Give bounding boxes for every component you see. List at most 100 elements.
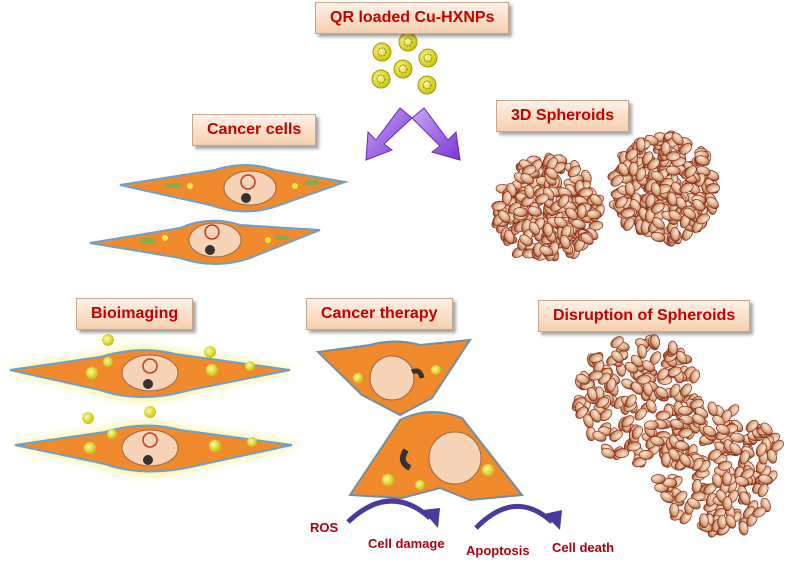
spheroid-cell bbox=[644, 420, 659, 431]
spheroid-cell bbox=[655, 386, 669, 399]
spheroid-cell bbox=[587, 387, 598, 402]
spheroid-cell bbox=[669, 502, 679, 518]
disrupted-spheroid bbox=[651, 401, 784, 538]
spheroid-cell bbox=[637, 344, 647, 359]
spheroid-cell bbox=[678, 405, 693, 416]
spheroid-cell bbox=[625, 394, 637, 408]
spheroid-cell bbox=[678, 143, 693, 155]
cancer-cells-label: Cancer cells bbox=[192, 114, 317, 146]
spheroid-cell bbox=[631, 425, 643, 440]
cell-death-text: Cell death bbox=[552, 540, 615, 555]
spheroid-cell bbox=[620, 208, 636, 218]
spheroid-cell bbox=[567, 165, 581, 178]
spheroid-cell bbox=[589, 194, 603, 207]
spheroid-cell bbox=[621, 415, 635, 428]
spheroid-3d bbox=[607, 130, 721, 247]
spheroid-cell bbox=[695, 213, 710, 225]
therapy-arrows bbox=[346, 498, 562, 530]
spheroid-cell bbox=[524, 184, 535, 200]
spheroid-cell bbox=[624, 362, 639, 374]
spheroid-cell bbox=[707, 449, 722, 461]
spheroid-cell bbox=[611, 350, 624, 364]
spheroid-cell bbox=[687, 497, 701, 510]
nanoparticle bbox=[417, 75, 437, 95]
spheroid-cell bbox=[634, 407, 647, 421]
spheroid-cell bbox=[766, 449, 777, 464]
spheroid-cell bbox=[535, 193, 550, 204]
cancer-cells-group bbox=[89, 164, 349, 265]
spheroid-cell bbox=[667, 340, 678, 356]
spheroid-cell bbox=[722, 471, 732, 487]
spheroid-cell bbox=[519, 234, 533, 247]
apoptosis-text: Apoptosis bbox=[466, 543, 530, 558]
damaged-cells bbox=[315, 338, 524, 502]
title-label: QR loaded Cu-HXNPs bbox=[315, 2, 510, 34]
spheroid-cell bbox=[702, 425, 717, 438]
spheroid-cell bbox=[588, 370, 604, 381]
spheroid-cell bbox=[739, 450, 750, 465]
spheroid-cell bbox=[498, 210, 511, 224]
spheroid-cell bbox=[645, 193, 656, 208]
curved-arrow-death bbox=[474, 504, 554, 530]
arrow-left bbox=[365, 107, 413, 161]
spheroid-cell bbox=[674, 490, 688, 503]
spheroid-cell bbox=[557, 194, 570, 208]
spheroid-cell bbox=[752, 506, 767, 518]
spheroid-cell bbox=[692, 413, 706, 426]
nanoparticle bbox=[371, 69, 391, 89]
spheroid-cell bbox=[651, 474, 666, 484]
spheroid-cell bbox=[504, 229, 515, 245]
diverging-arrows bbox=[365, 107, 461, 161]
spheroid-cell bbox=[614, 448, 630, 458]
spheroid-cell bbox=[521, 164, 537, 176]
spheroid-cell bbox=[729, 442, 742, 456]
spheroid-cell bbox=[580, 232, 594, 245]
damaged-cell bbox=[315, 338, 472, 417]
spheroid-cell bbox=[610, 174, 624, 187]
spheroid-cell bbox=[650, 182, 661, 197]
spheroid-cell bbox=[722, 496, 733, 512]
bioimaging-cells bbox=[5, 334, 300, 475]
spheroid-cell bbox=[588, 352, 604, 363]
spheroid-cell bbox=[656, 368, 669, 381]
spheroid-cell bbox=[559, 234, 571, 250]
spheroid-cell bbox=[699, 513, 709, 529]
spheroid-cell bbox=[641, 360, 656, 372]
spheroid-cell bbox=[513, 207, 528, 218]
disruption-label: Disruption of Spheroids bbox=[538, 300, 751, 332]
cancer-cell bbox=[89, 219, 321, 265]
spheroid-cell bbox=[606, 377, 617, 393]
spheroid-cell bbox=[576, 204, 587, 219]
spheroid-cell bbox=[679, 453, 691, 468]
spheroid-cell bbox=[679, 182, 694, 194]
spheroid-cell bbox=[755, 442, 767, 457]
spheroid-cell bbox=[625, 148, 638, 161]
spheroid-cell bbox=[760, 422, 773, 436]
spheroid-cell bbox=[734, 476, 749, 487]
spheroid-cell bbox=[670, 418, 685, 430]
nanoparticle bbox=[393, 59, 413, 79]
cancer-cell bbox=[119, 164, 349, 213]
glowing-cancer-cell bbox=[10, 423, 300, 475]
spheroid-cell bbox=[680, 383, 692, 397]
spheroid-cell bbox=[712, 473, 723, 488]
nanoparticle bbox=[398, 32, 418, 52]
spheroid-cell bbox=[695, 155, 710, 166]
spheroids-label: 3D Spheroids bbox=[496, 100, 630, 132]
spheroid-cell bbox=[528, 221, 541, 236]
spheroid-3d bbox=[491, 152, 605, 262]
spheroid-cell bbox=[527, 206, 542, 217]
spheroid-cell bbox=[650, 202, 665, 214]
spheroid-cell bbox=[675, 350, 688, 365]
spheroid-cell bbox=[661, 452, 671, 467]
spheroid-cell bbox=[565, 207, 578, 221]
spheroid-cell bbox=[571, 218, 586, 230]
spheroid-cell bbox=[650, 334, 661, 350]
spheroid-cell bbox=[669, 383, 681, 398]
spheroid-cell bbox=[715, 424, 731, 435]
spheroid-cell bbox=[660, 141, 671, 157]
spheroid-cell bbox=[543, 222, 553, 238]
nanoparticle-cluster bbox=[371, 32, 438, 95]
arrow-right bbox=[411, 107, 461, 161]
